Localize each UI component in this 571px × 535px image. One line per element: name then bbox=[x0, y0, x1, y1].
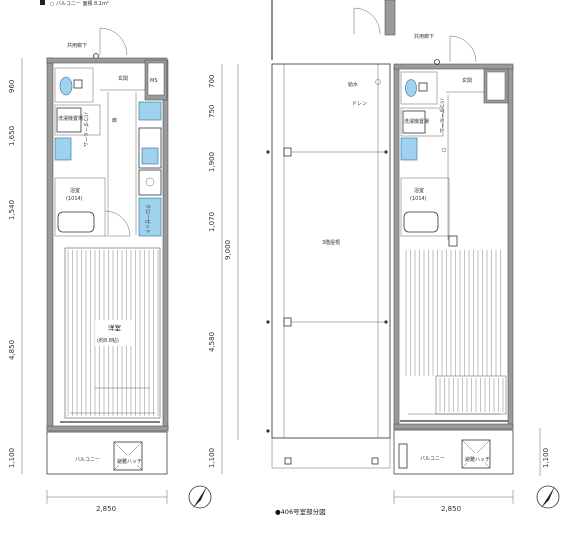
right-west-wall bbox=[393, 65, 400, 429]
right-laundry-label: 洗濯機置場 bbox=[404, 118, 429, 125]
right-escape-hatch bbox=[461, 439, 491, 469]
left-escape-hatch bbox=[113, 441, 143, 471]
left-west-wall bbox=[46, 57, 54, 431]
left-width-dim: 2,850 bbox=[96, 505, 116, 513]
right-dim-2: 1,900 bbox=[208, 152, 216, 172]
left-east-wall bbox=[162, 59, 169, 431]
left-main-room-size: (約8.8帖) bbox=[97, 337, 119, 344]
left-powder-room-label: パウダールーム bbox=[82, 112, 89, 147]
left-hatch-label: 避難ハッチ bbox=[117, 458, 142, 465]
left-south-wall bbox=[46, 425, 169, 432]
right-north-arrow-icon bbox=[536, 485, 560, 509]
left-balcony-label: バルコニー bbox=[75, 457, 100, 463]
left-entrance-label: 玄関 bbox=[118, 75, 128, 82]
right-washbasin bbox=[400, 137, 418, 161]
right-balcony-label: バルコニー bbox=[420, 456, 445, 462]
right-bathroom bbox=[400, 177, 450, 237]
left-kitchen-sink bbox=[138, 127, 162, 169]
right-bath-size: (1014) bbox=[410, 196, 427, 202]
right-far-dim: 1,100 bbox=[542, 448, 550, 468]
left-north-arrow-icon bbox=[188, 485, 212, 509]
left-balcony bbox=[46, 431, 168, 475]
right-bath-label: 浴室 bbox=[414, 187, 424, 194]
left-laundry-area bbox=[54, 104, 101, 136]
right-dim-3: 1,070 bbox=[208, 212, 216, 232]
right-width-dim: 2,850 bbox=[441, 505, 461, 513]
right-dim-4: 9,000 bbox=[224, 240, 232, 260]
svg-text:ドレン: ドレン bbox=[352, 101, 367, 107]
svg-text:廊: 廊 bbox=[112, 117, 117, 124]
right-dim-5: 4,580 bbox=[208, 332, 216, 352]
left-bathroom bbox=[54, 177, 106, 237]
left-closet-label: クローゼット bbox=[144, 204, 151, 234]
left-fridge-space bbox=[138, 101, 162, 121]
left-bathtub bbox=[57, 211, 95, 233]
svg-text:給水: 給水 bbox=[348, 81, 358, 88]
left-dim-1: 1,650 bbox=[8, 126, 16, 146]
right-toilet-icon bbox=[405, 79, 417, 97]
right-entrance-label: 玄関 bbox=[462, 77, 472, 84]
left-dim-2: 1,540 bbox=[8, 200, 16, 220]
left-ms-label: MS bbox=[150, 78, 158, 84]
left-laundry-label: 洗濯機置場 bbox=[58, 115, 83, 122]
right-flooring-lines bbox=[405, 250, 501, 376]
left-stove bbox=[138, 169, 162, 196]
left-main-room bbox=[64, 247, 161, 419]
right-bathtub bbox=[403, 211, 439, 233]
left-dim-4: 1,100 bbox=[8, 448, 16, 468]
left-unit-plan: 共用廊下 MS 玄関 洗濯機置場 パウダールーム 廊 bbox=[8, 27, 212, 513]
right-east-wall bbox=[507, 65, 514, 429]
right-plan-caption: ●406号室部分図 bbox=[275, 507, 326, 516]
right-entry-door-swing bbox=[449, 35, 477, 63]
right-roof-area bbox=[271, 63, 391, 439]
left-entry-door-swing bbox=[99, 27, 128, 56]
right-corridor-label: 共用廊下 bbox=[414, 33, 434, 40]
left-bath-label: 浴室 bbox=[70, 187, 80, 194]
left-closet bbox=[138, 197, 162, 237]
right-roof-label: 3階屋根 bbox=[322, 239, 340, 246]
right-dim-0: 700 bbox=[208, 75, 216, 88]
left-toilet-icon bbox=[59, 76, 73, 96]
right-south-wall bbox=[393, 423, 514, 430]
left-main-room-label: 洋室 bbox=[108, 323, 122, 332]
left-toilet-room bbox=[54, 67, 94, 103]
header-bullet bbox=[40, 0, 45, 5]
right-balcony bbox=[393, 429, 514, 475]
right-hatch-label: 避難ハッチ bbox=[465, 456, 490, 463]
left-corridor-label: 共用廊下 bbox=[67, 42, 87, 49]
left-dim-0: 960 bbox=[8, 80, 16, 93]
left-bath-size: (1014) bbox=[66, 196, 83, 202]
left-dim-3: 4,850 bbox=[8, 340, 16, 360]
right-dim-6: 1,100 bbox=[208, 448, 216, 468]
right-unit-plan: 3階屋根 給水 ドレン 共用廊下 玄関 洗濯機置場 パウダールーム 浴室 (10… bbox=[208, 0, 560, 516]
right-powder-room-label: パウダールーム bbox=[438, 98, 445, 133]
right-dim-1: 750 bbox=[208, 105, 216, 118]
left-washbasin bbox=[54, 137, 72, 161]
right-north-wall bbox=[393, 63, 514, 70]
header-balcony-area-text: ○ バルコニー 面積 8.1m² bbox=[50, 0, 109, 7]
